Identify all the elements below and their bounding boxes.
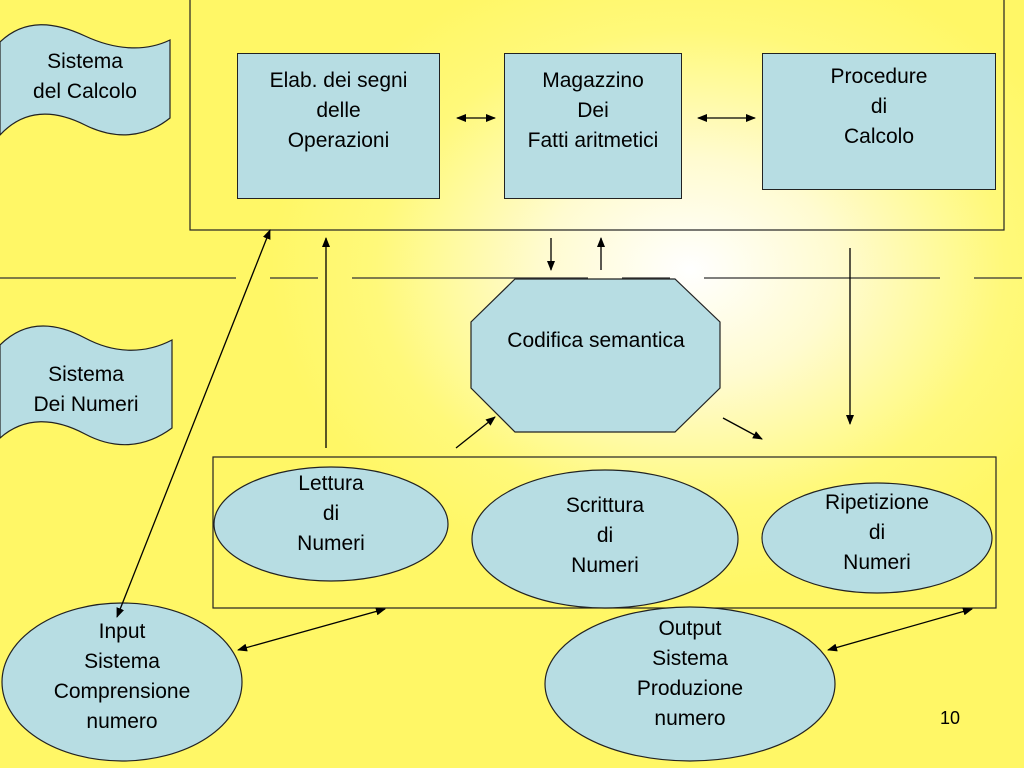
output-line1: Output [658,617,722,640]
input-line3: Comprensione [53,680,191,703]
box-elab-segni: Elab. dei segni delle Operazioni [237,53,440,199]
scrittura-line1: Scrittura [565,494,645,517]
output-label: Output Sistema Produzione numero [585,614,795,734]
calcolo-container [189,0,1005,231]
input-line1: Input [98,620,146,643]
output-line4: numero [654,707,726,730]
scrittura-line3: Numeri [571,554,639,577]
output-line2: Sistema [652,647,728,670]
banner-numeri-line1: Sistema [48,363,124,386]
arrow-input-calcolo [116,229,271,618]
input-line2: Sistema [84,650,160,673]
scrittura-ellipse [471,469,739,609]
banner-calcolo [0,24,171,136]
banner-calcolo-line1: Sistema [47,50,123,73]
ripetizione-ellipse [761,482,993,594]
banner-numeri-label: Sistema Dei Numeri [10,360,162,420]
lettura-label: Lettura di Numeri [236,469,426,559]
box-procedure-line3: Calcolo [843,125,915,148]
scrittura-label: Scrittura di Numeri [510,491,700,581]
box-magazzino: Magazzino Dei Fatti aritmetici [504,53,682,199]
ripetizione-label: Ripetizione di Numeri [782,488,972,578]
box-elab-line1: Elab. dei segni [269,69,408,92]
banner-calcolo-label: Sistema del Calcolo [10,47,160,107]
output-line3: Produzione [636,677,744,700]
page-number: 10 [940,708,961,728]
arrow-from-codifica [722,417,763,440]
lettura-line2: di [322,502,340,525]
lettura-line3: Numeri [297,532,365,555]
arrow-input-numeri [237,607,386,652]
box-magazzino-line3: Fatti aritmetici [527,129,659,152]
banner-calcolo-line2: del Calcolo [33,80,137,103]
input-line4: numero [86,710,158,733]
box-procedure-line2: di [870,95,888,118]
arrow-to-codifica [455,416,496,449]
box-elab-line3: Operazioni [287,129,390,152]
lettura-line1: Lettura [298,472,364,495]
codifica-label: Codifica semantica [507,329,685,352]
box-procedure-line1: Procedure [830,65,928,88]
box-elab-line2: delle [316,99,361,122]
scrittura-line2: di [596,524,614,547]
input-label: Input Sistema Comprensione numero [17,617,227,737]
arrow-output-numeri [827,607,973,652]
output-ellipse [544,606,836,762]
ripetizione-line1: Ripetizione [825,491,929,514]
box-magazzino-line1: Magazzino [542,69,644,92]
box-procedure: Procedure di Calcolo [762,53,996,190]
box-magazzino-line2: Dei [577,99,609,122]
codifica-octagon [470,278,721,433]
ripetizione-line2: di [868,521,886,544]
ripetizione-line3: Numeri [843,551,911,574]
banner-numeri-line2: Dei Numeri [33,393,139,416]
